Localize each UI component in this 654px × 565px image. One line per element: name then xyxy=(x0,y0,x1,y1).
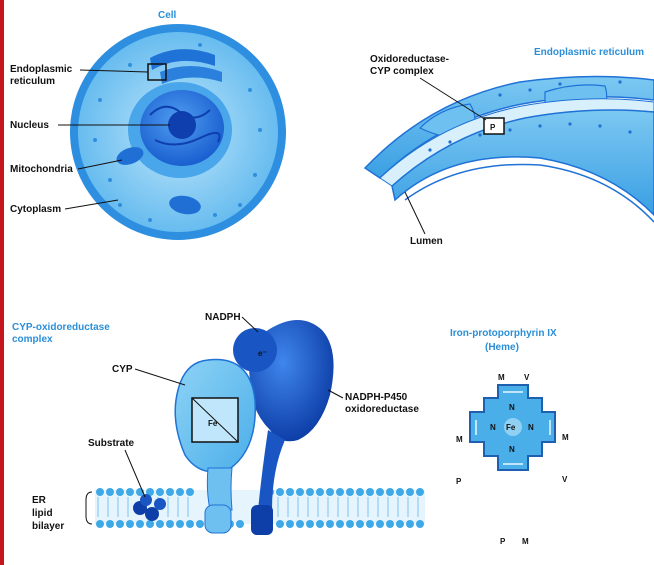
er-title: Endoplasmic reticulum xyxy=(534,47,644,58)
electron-symbol: e⁻ xyxy=(258,349,267,358)
label-complex-line1: Oxidoreductase- xyxy=(370,54,449,65)
nadph-binding-domain xyxy=(233,328,277,372)
heme-sub-bottom-right: M xyxy=(522,537,529,546)
complex-title-line2: complex xyxy=(12,334,53,345)
leader-lumen xyxy=(405,192,425,234)
cyp-anchor xyxy=(207,468,232,510)
heme-title-line1: Iron-protoporphyrin IX xyxy=(450,328,557,339)
label-complex-line2: CYP complex xyxy=(370,66,434,77)
label-nucleus: Nucleus xyxy=(10,120,49,131)
complex-title-line1: CYP-oxidoreductase xyxy=(12,322,110,333)
heme-n-left: N xyxy=(490,423,496,432)
label-bilayer-line3: bilayer xyxy=(32,521,64,532)
er-box-mark: P xyxy=(490,123,496,132)
heme-title-line2: (Heme) xyxy=(485,342,519,353)
label-bilayer-line2: lipid xyxy=(32,508,53,519)
heme-n-bottom: N xyxy=(509,445,515,454)
heme-sub-bottom-left: P xyxy=(500,537,506,546)
label-er-line1: Endoplasmic xyxy=(10,64,73,75)
label-cyp: CYP xyxy=(112,364,133,375)
heme-sub-top-right: V xyxy=(524,373,530,382)
heme-sub-left-lower: P xyxy=(456,477,462,486)
label-mitochondria: Mitochondria xyxy=(10,164,73,175)
heme-sub-top-left: M xyxy=(498,373,505,382)
cell-title: Cell xyxy=(158,10,177,21)
label-lumen: Lumen xyxy=(410,236,443,247)
label-er-line2: reticulum xyxy=(10,76,55,87)
label-cytoplasm: Cytoplasm xyxy=(10,204,61,215)
complex-panel: CYP-oxidoreductase complex xyxy=(12,312,425,535)
cyp-fe-label: Fe xyxy=(208,419,218,428)
reductase-membrane-anchor xyxy=(251,505,273,535)
heme-fe: Fe xyxy=(506,423,516,432)
label-reductase-line2: oxidoreductase xyxy=(345,404,419,415)
heme-panel: Iron-protoporphyrin IX (Heme) Fe N N N N… xyxy=(450,328,569,546)
heme-n-top: N xyxy=(509,403,515,412)
heme-sub-right-lower: V xyxy=(562,475,568,484)
label-reductase-line1: NADPH-P450 xyxy=(345,392,408,403)
label-nadph: NADPH xyxy=(205,312,241,323)
leader-reductase xyxy=(328,390,343,398)
label-bilayer-line1: ER xyxy=(32,495,47,506)
heme-sub-left-upper: M xyxy=(456,435,463,444)
cell-panel: Cell Endoplasmic reticulum Nucleus Mitoc… xyxy=(10,10,286,240)
label-substrate: Substrate xyxy=(88,438,135,449)
heme-sub-right-upper: M xyxy=(562,433,569,442)
leader-cyp xyxy=(135,369,185,385)
heme-n-right: N xyxy=(528,423,534,432)
er-panel: Endoplasmic reticulum P Oxidoreductase- … xyxy=(365,47,654,247)
cyp-membrane-anchor xyxy=(205,505,231,533)
nucleolus xyxy=(168,111,196,139)
bilayer-brace xyxy=(86,492,92,524)
